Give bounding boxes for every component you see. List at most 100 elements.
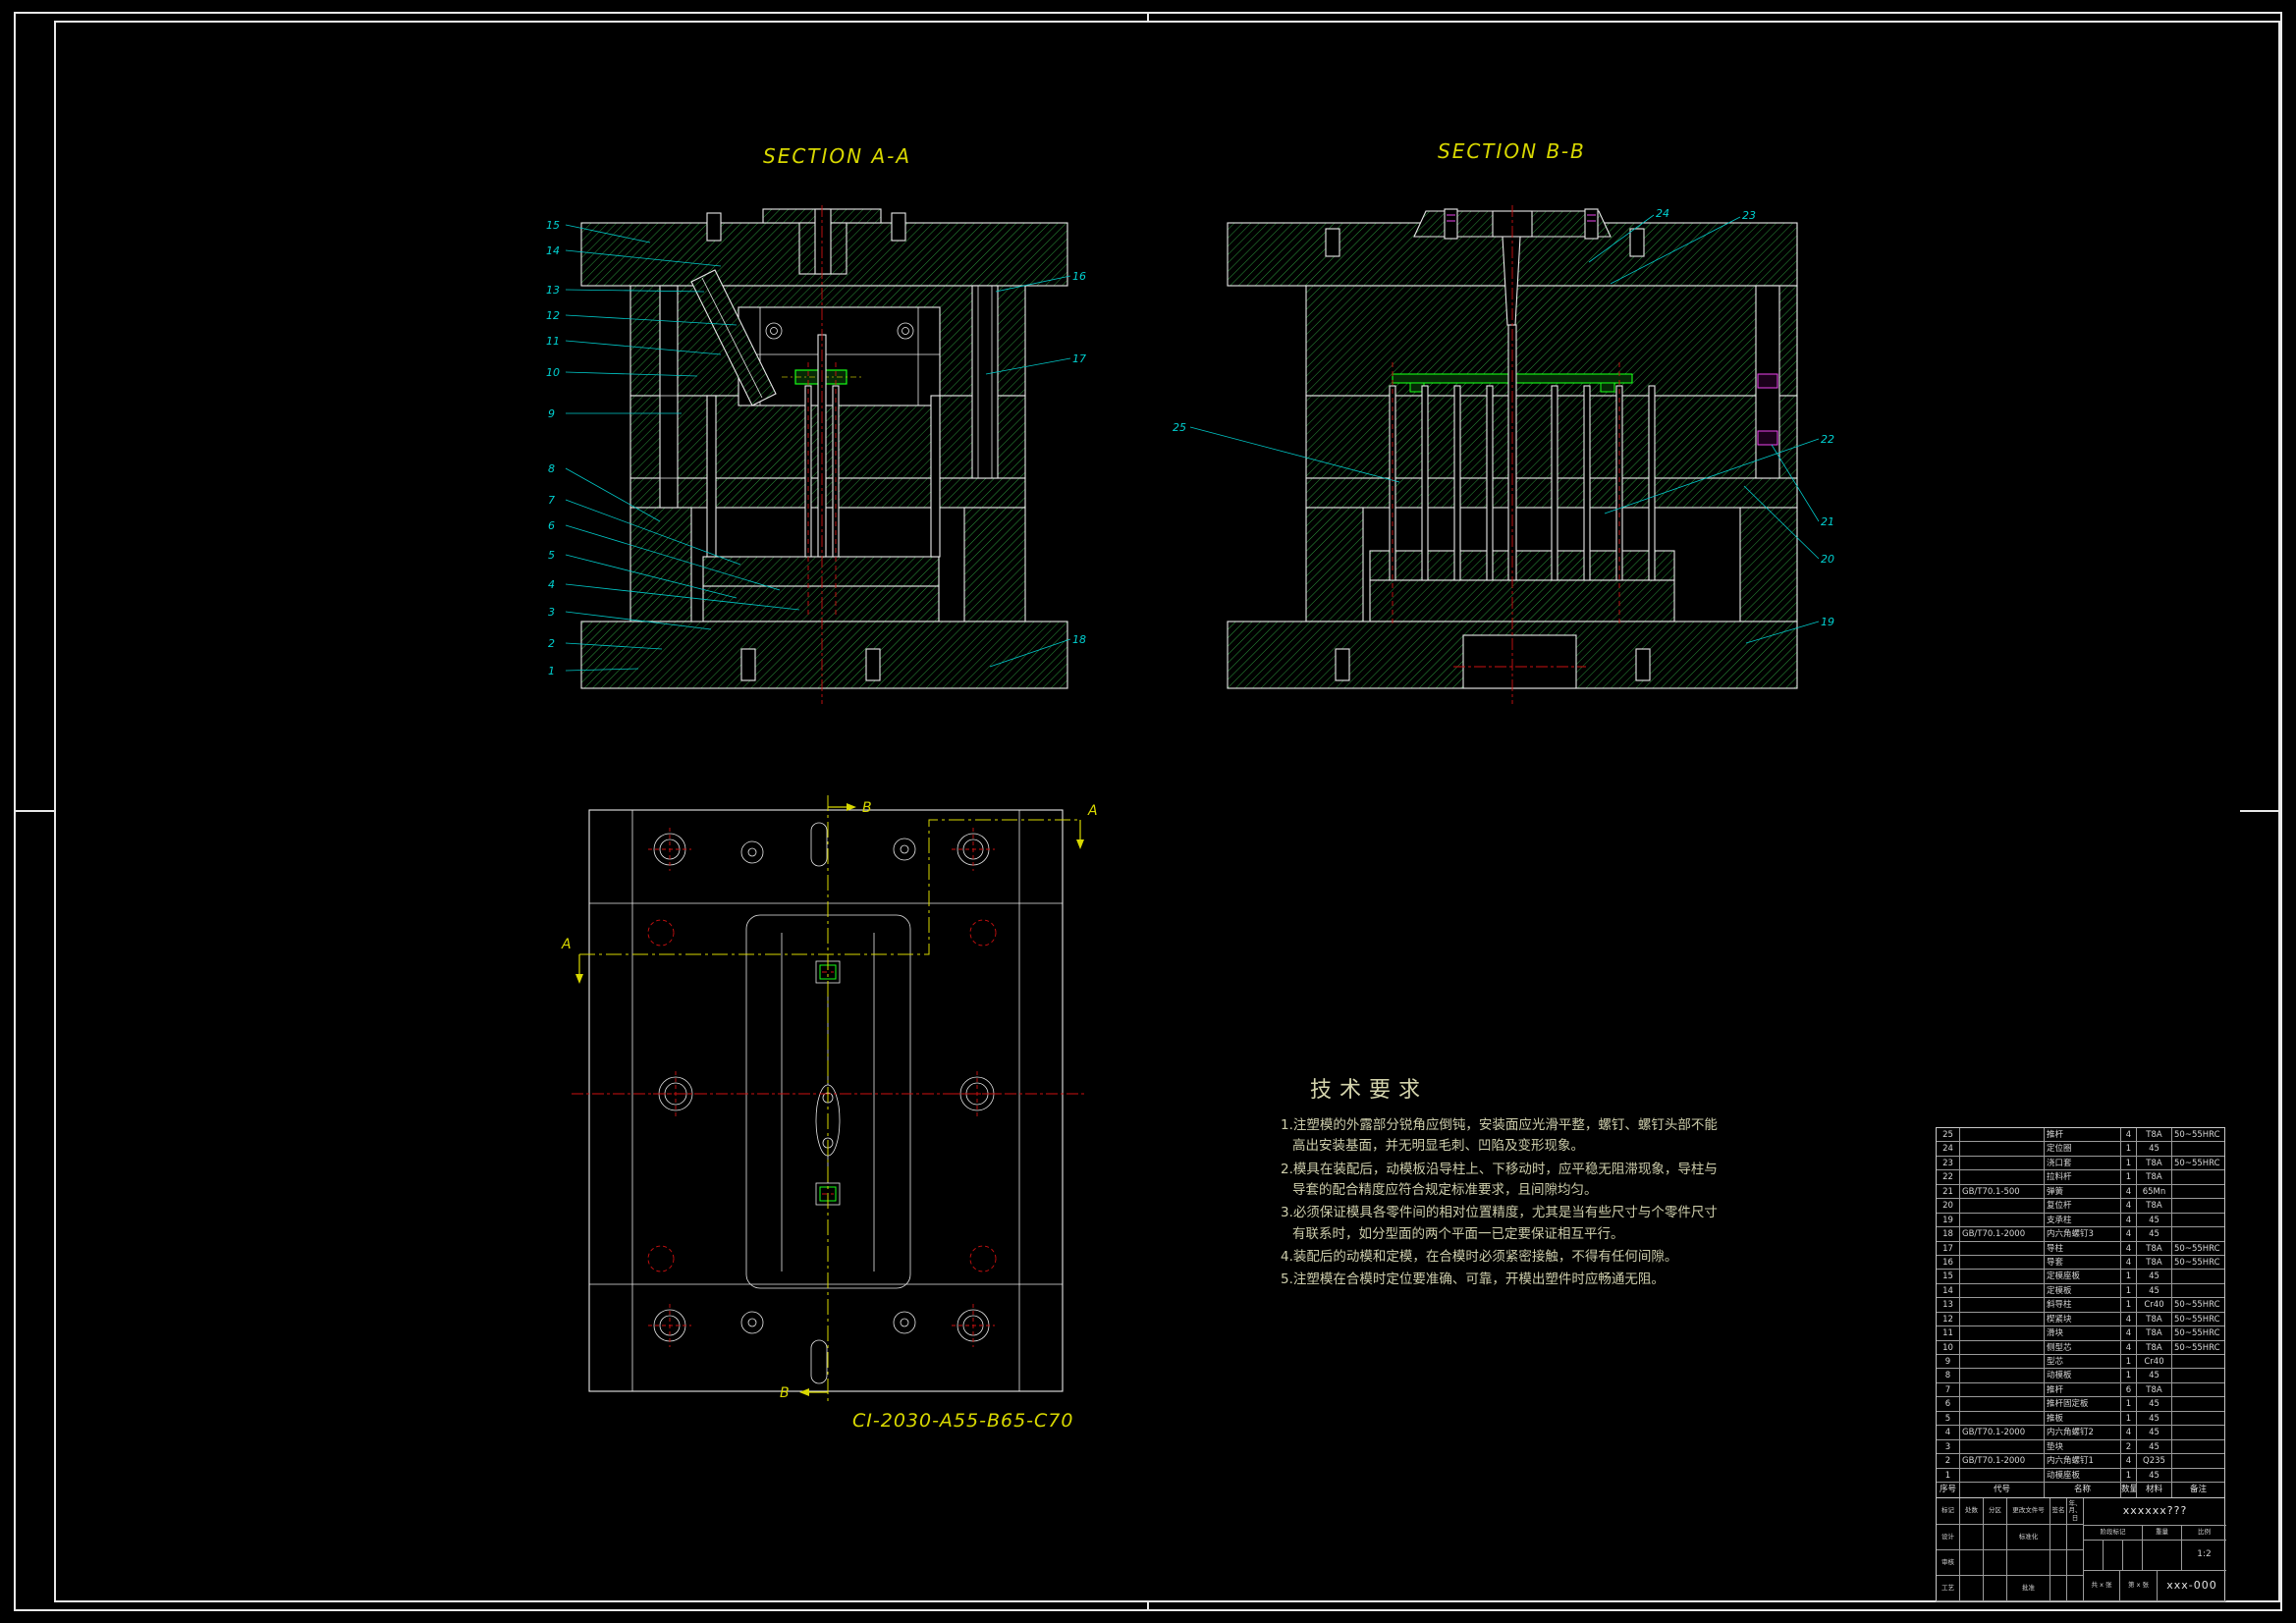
bom-header-qty: 数量 bbox=[2121, 1482, 2137, 1497]
tb-rev-count: 处数 bbox=[1960, 1498, 1984, 1525]
callout-label-16: 16 bbox=[1072, 270, 1086, 283]
bom-cell-rem bbox=[2172, 1284, 2224, 1297]
bom-cell-code bbox=[1960, 1156, 2045, 1170]
section-a-view: 15 14 13 12 11 10 9 8 7 6 5 4 3 2 1 16 1… bbox=[546, 205, 1086, 704]
centering-mark-bottom bbox=[1147, 1600, 1149, 1611]
bom-cell-mat: T8A bbox=[2137, 1128, 2172, 1142]
bom-cell-no: 1 bbox=[1937, 1468, 1960, 1482]
bom-cell-qty: 1 bbox=[2121, 1142, 2137, 1156]
tb-stage-1 bbox=[2084, 1541, 2104, 1571]
callout-label-17: 17 bbox=[1072, 352, 1086, 365]
bom-cell-name: 内六角螺钉3 bbox=[2045, 1227, 2121, 1241]
section-a-mold-plates bbox=[580, 208, 1068, 689]
tb-stage-3 bbox=[2123, 1541, 2143, 1571]
tb-scale-label: 比例 bbox=[2182, 1526, 2226, 1541]
callout-label-8: 8 bbox=[548, 462, 555, 475]
bom-cell-code bbox=[1960, 1170, 2045, 1184]
bom-cell-name: 支承柱 bbox=[2045, 1213, 2121, 1227]
tb-check-label: 审核 bbox=[1937, 1550, 1960, 1576]
bom-cell-no: 24 bbox=[1937, 1142, 1960, 1156]
tb-mid-blank bbox=[2007, 1550, 2050, 1576]
bom-cell-code bbox=[1960, 1326, 2045, 1340]
bom-cell-mat: 45 bbox=[2137, 1270, 2172, 1283]
bom-cell-rem: 50~55HRC bbox=[2174, 1314, 2220, 1325]
bom-cell-name: 拉料杆 bbox=[2045, 1170, 2121, 1184]
bom-cell-no: 5 bbox=[1937, 1411, 1960, 1426]
bom-cell-no: 23 bbox=[1937, 1156, 1960, 1170]
plan-view: A A B B bbox=[561, 795, 1098, 1404]
bom-cell-name: 浇口套 bbox=[2045, 1156, 2121, 1170]
callout-label-15: 15 bbox=[546, 219, 560, 232]
bom-cell-no: 22 bbox=[1937, 1170, 1960, 1184]
bom-cell-rem: 50~55HRC bbox=[2174, 1158, 2220, 1168]
bom-cell-rem bbox=[2172, 1369, 2224, 1381]
callout-label-24: 24 bbox=[1656, 207, 1669, 220]
callout-label-11: 11 bbox=[546, 335, 560, 348]
tb-mid-date bbox=[2067, 1550, 2084, 1576]
bom-cell-no: 16 bbox=[1937, 1255, 1960, 1270]
bom-cell-name: 定位圈 bbox=[2045, 1142, 2121, 1156]
bom-cell-mat: T8A bbox=[2137, 1382, 2172, 1397]
bom-cell-mat: 45 bbox=[2137, 1468, 2172, 1482]
bom-cell-rem bbox=[2172, 1214, 2224, 1226]
tech-req-item-3: 3.必须保证模具各零件间的相对位置精度，尤其是当有些尺寸与个零件尺寸有联系时，如… bbox=[1281, 1205, 1718, 1242]
bom-cell-code bbox=[1960, 1369, 2045, 1382]
centering-mark-right bbox=[2240, 810, 2282, 812]
plan-section-lines: A A B B bbox=[561, 795, 1098, 1404]
bom-cell-qty: 4 bbox=[2121, 1213, 2137, 1227]
bom-cell-qty: 4 bbox=[2121, 1199, 2137, 1213]
tb-weight-value bbox=[2143, 1541, 2182, 1571]
bom-cell-name: 型芯 bbox=[2045, 1355, 2121, 1369]
technical-requirements: 技术要求 1.注塑模的外露部分锐角应倒钝，安装面应光滑平整，螺钉、螺钉头部不能高… bbox=[1277, 1072, 1723, 1293]
bom-cell-no: 4 bbox=[1937, 1426, 1960, 1439]
bom-cell-mat: Cr40 bbox=[2137, 1355, 2172, 1369]
bom-cell-name: 复位杆 bbox=[2045, 1199, 2121, 1213]
tb-std-sign bbox=[2050, 1525, 2067, 1550]
bom-cell-no: 8 bbox=[1937, 1369, 1960, 1382]
tb-rev-doc: 更改文件号 bbox=[2007, 1498, 2050, 1525]
bom-cell-name: 楔紧块 bbox=[2045, 1312, 2121, 1326]
bom-cell-no: 7 bbox=[1937, 1382, 1960, 1397]
bom-cell-rem: 50~55HRC bbox=[2174, 1243, 2220, 1254]
bom-cell-name: 滑块 bbox=[2045, 1326, 2121, 1340]
tech-req-item-5: 5.注塑模在合模时定位要准确、可靠，开模出塑件时应畅通无阻。 bbox=[1281, 1271, 1665, 1288]
technical-requirements-title: 技术要求 bbox=[1310, 1078, 1429, 1103]
section-a-callouts: 15 14 13 12 11 10 9 8 7 6 5 4 3 2 1 16 1… bbox=[546, 219, 1086, 677]
bom-cell-qty: 4 bbox=[2121, 1255, 2137, 1270]
bom-cell-name: 垫块 bbox=[2045, 1439, 2121, 1454]
tech-req-item-1: 1.注塑模的外露部分锐角应倒钝，安装面应光滑平整，螺钉、螺钉头部不能高出安装基面… bbox=[1281, 1117, 1718, 1155]
callout-label-4: 4 bbox=[548, 578, 555, 591]
bom-cell-mat: Cr40 bbox=[2137, 1298, 2172, 1312]
bom-cell-qty: 4 bbox=[2121, 1184, 2137, 1199]
tb-design-date bbox=[1984, 1525, 2007, 1550]
bom-cell-mat: 45 bbox=[2137, 1213, 2172, 1227]
tb-scale-value: 1:2 bbox=[2182, 1541, 2226, 1571]
bom-cell-code bbox=[1960, 1255, 2045, 1270]
bom-cell-no: 20 bbox=[1937, 1199, 1960, 1213]
callout-label-3: 3 bbox=[548, 606, 555, 619]
plan-plate-outline bbox=[588, 809, 1064, 1392]
tb-rev-sign: 签名 bbox=[2050, 1498, 2067, 1525]
bom-cell-code bbox=[1960, 1283, 2045, 1298]
bom-header-name: 名称 bbox=[2045, 1482, 2121, 1497]
tb-sheets-total: 共 x 张 bbox=[2084, 1571, 2120, 1601]
tb-std-date bbox=[2067, 1525, 2084, 1550]
bom-cell-code bbox=[1960, 1241, 2045, 1255]
bom-cell-no: 12 bbox=[1937, 1312, 1960, 1326]
bom-cell-mat: T8A bbox=[2137, 1326, 2172, 1340]
bom-cell-qty: 1 bbox=[2121, 1468, 2137, 1482]
bom-cell-qty: 1 bbox=[2121, 1156, 2137, 1170]
bom-cell-no: 3 bbox=[1937, 1439, 1960, 1454]
section-a-title: SECTION A-A bbox=[763, 144, 912, 168]
bom-header-remark: 备注 bbox=[2189, 1484, 2207, 1494]
